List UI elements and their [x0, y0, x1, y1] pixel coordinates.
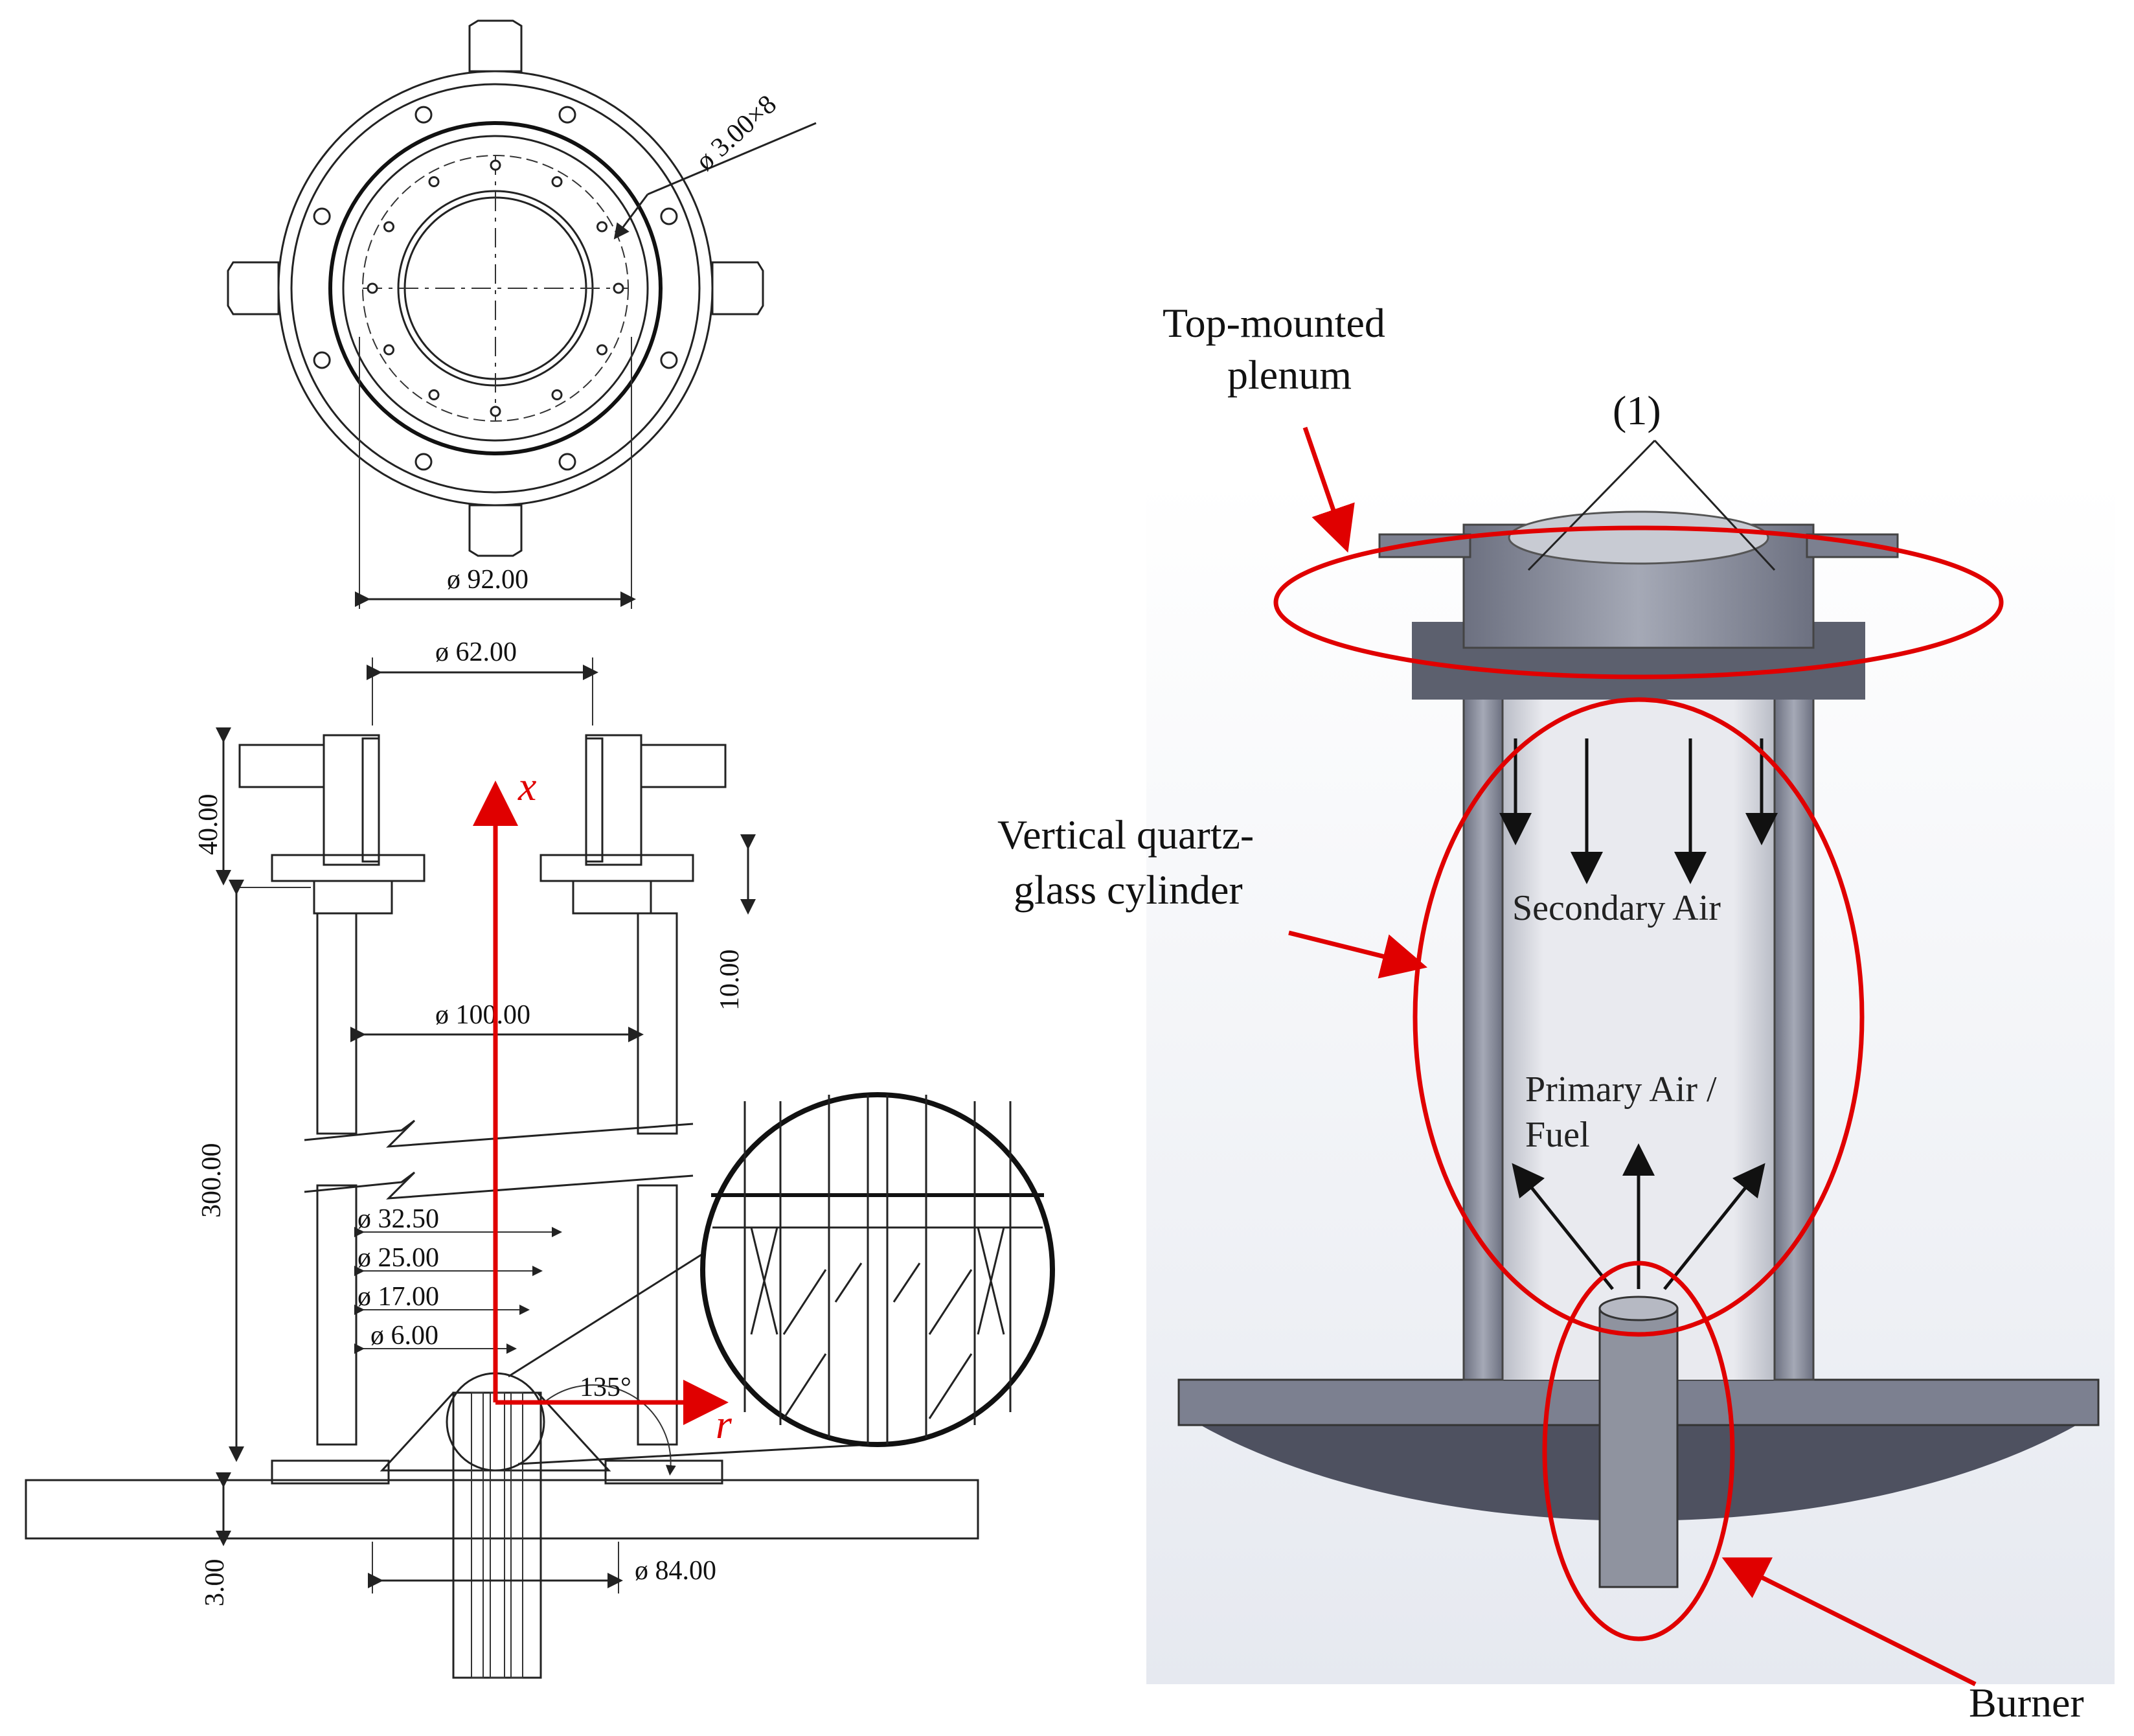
- bolt-hole: [414, 106, 433, 124]
- bolt-hole: [660, 351, 678, 369]
- bolt-hole: [613, 282, 624, 294]
- axis-x-label: x: [517, 763, 536, 809]
- bolt-hole: [660, 207, 678, 225]
- section-view: ø 62.00 40.00 10.00 ø 100.00 300.00: [25, 637, 1055, 1679]
- primary-air-label-line2: Fuel: [1525, 1115, 1590, 1155]
- burner-highlight: [1542, 1261, 1735, 1641]
- bolt-hole: [313, 207, 331, 225]
- primary-air-arrows: [1512, 1143, 1765, 1290]
- cylinder-highlight: [1413, 697, 1865, 1337]
- height-main-label: 300.00: [197, 1143, 227, 1218]
- cylinder-label-line1: Vertical quartz-: [997, 812, 1254, 858]
- detail-view: [711, 1095, 1044, 1445]
- inner-dia-label: ø 100.00: [435, 1000, 530, 1030]
- bolt-hole: [383, 344, 394, 356]
- bolt-hole: [313, 351, 331, 369]
- bolt-hole: [490, 405, 501, 417]
- bolt-hole: [551, 176, 563, 187]
- axis-r-label: r: [716, 1401, 732, 1447]
- plenum-label-line1: Top-mounted: [1163, 300, 1385, 346]
- bolt-hole: [414, 453, 433, 471]
- secondary-air-label: Secondary Air: [1512, 888, 1721, 928]
- dia-2-label: ø 25.00: [358, 1243, 439, 1273]
- plenum-label-line2: plenum: [1227, 352, 1352, 398]
- dia-4-label: ø 6.00: [370, 1321, 438, 1351]
- top-view: ø 3.00×8 ø 92.00: [227, 19, 817, 609]
- bolt-hole: [428, 389, 440, 400]
- outer-dia-label: ø 92.00: [447, 565, 528, 595]
- dia-3-label: ø 17.00: [358, 1282, 439, 1312]
- marker-1-label: (1): [1613, 387, 1661, 433]
- bolt-hole: [490, 159, 501, 171]
- angle-label: 135°: [580, 1373, 631, 1402]
- primary-air-label-line1: Primary Air /: [1525, 1069, 1717, 1110]
- top-dia-label: ø 62.00: [435, 637, 517, 667]
- bolt-holes-outer: [313, 106, 678, 471]
- base-dia-label: ø 84.00: [635, 1556, 716, 1586]
- bolt-hole: [558, 453, 576, 471]
- bolt-holes-inner: [367, 159, 624, 417]
- dia-1-label: ø 32.50: [358, 1204, 439, 1234]
- bolt-hole: [596, 221, 607, 233]
- gap-label: 10.00: [715, 950, 745, 1011]
- base-thickness-label: 3.00: [200, 1559, 230, 1607]
- hole-callout: ø 3.00×8: [690, 89, 782, 176]
- bolt-hole: [428, 176, 440, 187]
- bolt-hole: [551, 389, 563, 400]
- cylinder-label-line2: glass cylinder: [1014, 867, 1243, 913]
- plenum-highlight: [1273, 525, 2004, 680]
- burner-label: Burner: [1969, 1680, 2084, 1726]
- bolt-hole: [596, 344, 607, 356]
- bolt-hole: [558, 106, 576, 124]
- bolt-hole: [367, 282, 378, 294]
- render-view: Secondary Air Primary Air / Fuel (1) Top…: [997, 300, 2115, 1726]
- height-top-label: 40.00: [194, 794, 223, 856]
- bolt-hole: [383, 221, 394, 233]
